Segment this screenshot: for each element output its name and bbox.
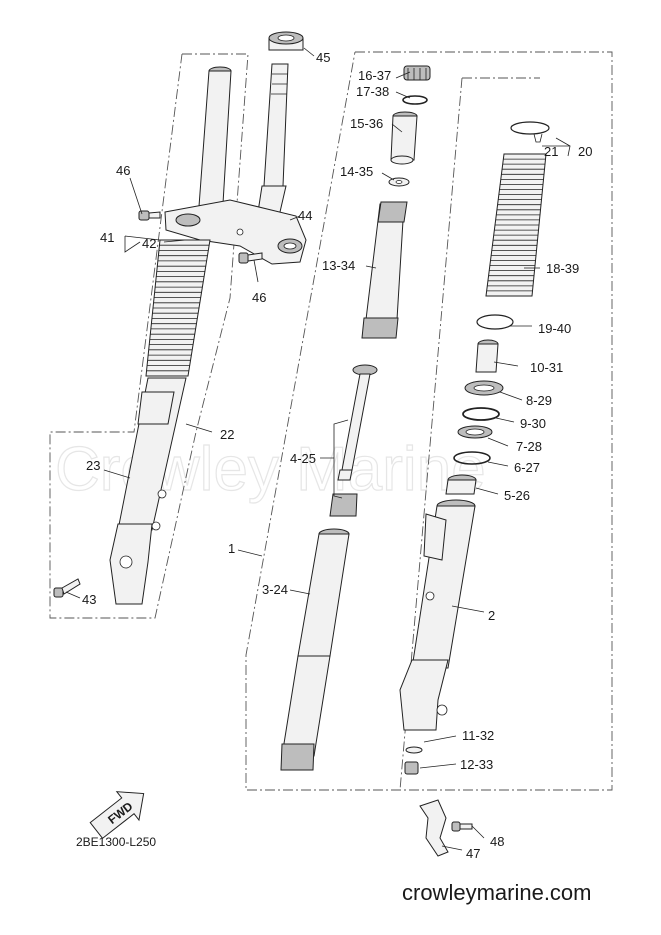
callout-5-26: 5-26: [504, 488, 530, 503]
dust-seal-part: [464, 380, 504, 396]
brand-footer: crowleymarine.com: [402, 880, 592, 905]
callout-10-31: 10-31: [530, 360, 563, 375]
callout-47: 47: [466, 846, 480, 861]
callout-8-29: 8-29: [526, 393, 552, 408]
callout-46-upper: 46: [116, 163, 130, 178]
fork-spring-part: [361, 201, 408, 339]
stopper-ring-part: [462, 407, 500, 421]
callout-7-28: 7-28: [516, 439, 542, 454]
right-fork-boot-part: [485, 153, 547, 297]
callout-2: 2: [488, 608, 495, 623]
callout-42: 42: [142, 236, 156, 251]
callout-46-lower: 46: [252, 290, 266, 305]
callout-16-37: 16-37: [358, 68, 391, 83]
bolt-43-part: [53, 578, 81, 598]
callout-18-39: 18-39: [546, 261, 579, 276]
cap-bolt-part: [403, 65, 431, 81]
under-bracket-part: [164, 199, 307, 265]
steering-stem-part: [257, 63, 289, 213]
bolt-48-part: [451, 821, 473, 832]
boot-clamp-top-part: [510, 121, 550, 135]
diagram-code: 2BE1300-L250: [76, 835, 156, 849]
bolt-46-upper-part: [138, 210, 161, 221]
washer-outer-part: [453, 451, 491, 465]
callout-21: 21: [544, 144, 558, 159]
callout-6-27: 6-27: [514, 460, 540, 475]
left-assembly-boundary: [49, 53, 249, 619]
callout-45: 45: [316, 50, 330, 65]
callout-9-30: 9-30: [520, 416, 546, 431]
o-ring-part: [402, 95, 428, 105]
callout-1: 1: [228, 541, 235, 556]
callout-43: 43: [82, 592, 96, 607]
callout-44: 44: [298, 208, 312, 223]
drain-bolt-part: [404, 761, 419, 775]
washer-bottom-part: [405, 746, 423, 754]
left-outer-tube-part: [109, 377, 187, 605]
callout-20: 20: [578, 144, 592, 159]
inner-tube-assembly-boundary: [245, 51, 613, 791]
callout-15-36: 15-36: [350, 116, 383, 131]
leader-lines: [65, 47, 571, 851]
callout-23: 23: [86, 458, 100, 473]
callout-12-33: 12-33: [460, 757, 493, 772]
callout-14-35: 14-35: [340, 164, 373, 179]
left-fork-tube-part: [197, 66, 232, 221]
callout-11-32: 11-32: [462, 728, 494, 743]
callout-41: 41: [100, 230, 114, 245]
guide-bushing-part: [445, 474, 477, 495]
right-outer-tube-part: [399, 499, 476, 731]
callout-3-24: 3-24: [262, 582, 288, 597]
bolt-46-lower-part: [238, 252, 263, 264]
boot-clamp-lower-part: [476, 314, 514, 330]
callout-22: 22: [220, 427, 234, 442]
watermark: Crowley Marine: [55, 435, 486, 504]
spacer-part: [390, 111, 418, 165]
left-fork-boot-part: [145, 239, 211, 377]
hose-guide-part: [419, 799, 449, 857]
callout-13-34: 13-34: [322, 258, 355, 273]
callout-19-40: 19-40: [538, 321, 571, 336]
slide-bushing-part: [475, 339, 499, 373]
oil-seal-part: [268, 31, 304, 51]
inner-tube-part: [280, 528, 350, 771]
callout-48: 48: [490, 834, 504, 849]
callout-4-25: 4-25: [290, 451, 316, 466]
callout-labels: 45 16-37 17-38 15-36 14-35 13-34 46 44 4…: [82, 50, 592, 861]
rebound-spring-part: [329, 493, 358, 517]
clip-21-part: [533, 133, 543, 143]
oil-seal-outer-part: [457, 425, 493, 439]
damper-rod-part: [337, 364, 378, 481]
callout-17-38: 17-38: [356, 84, 389, 99]
